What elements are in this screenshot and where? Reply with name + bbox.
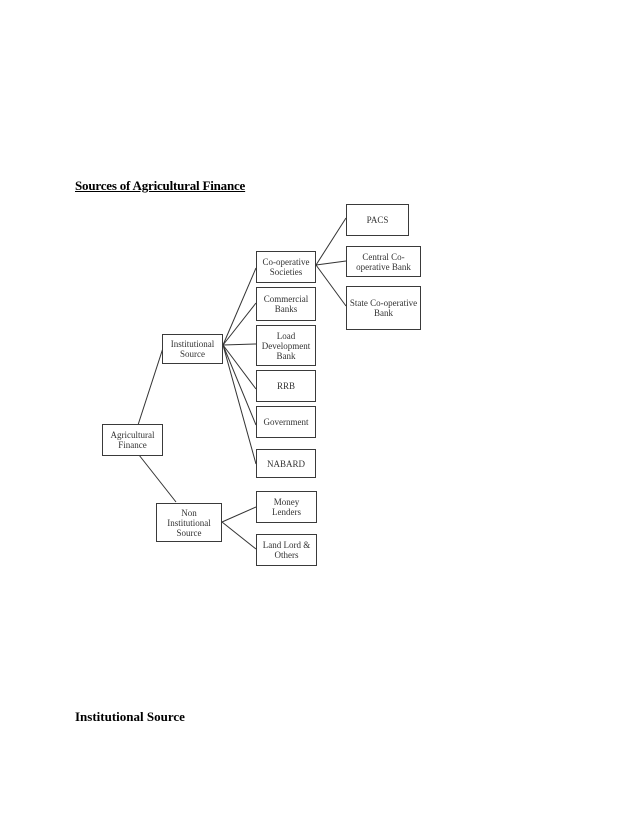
- connector-institutional-landdev: [222, 343, 257, 346]
- node-rrb: RRB: [256, 370, 316, 402]
- node-central-cooperative-bank: Central Co-operative Bank: [346, 246, 421, 277]
- connector-noninstitutional-moneylenders: [221, 506, 257, 523]
- node-nabard: NABARD: [256, 449, 316, 478]
- node-government: Government: [256, 406, 316, 438]
- connector-institutional-cooperative: [222, 267, 257, 346]
- connector-root-noninstitutional: [138, 454, 177, 503]
- node-institutional-source: Institutional Source: [162, 334, 223, 364]
- node-land-development-bank: Load Development Bank: [256, 325, 316, 366]
- connector-cooperative-state: [315, 264, 347, 307]
- connector-cooperative-central: [315, 260, 347, 266]
- node-agricultural-finance: Agricultural Finance: [102, 424, 163, 456]
- node-land-lord-others: Land Lord & Others: [256, 534, 317, 566]
- connector-institutional-rrb: [222, 344, 257, 390]
- section-title: Sources of Agricultural Finance: [75, 178, 246, 193]
- connector-noninstitutional-landlord: [221, 521, 257, 550]
- node-non-institutional-source: Non Institutional Source: [156, 503, 222, 542]
- connector-institutional-government: [222, 344, 257, 426]
- connector-cooperative-pacs: [315, 217, 347, 266]
- node-pacs: PACS: [346, 204, 409, 236]
- connector-root-institutional: [137, 347, 164, 426]
- node-cooperative-societies: Co-operative Societies: [256, 251, 316, 283]
- connector-institutional-commercial: [222, 302, 257, 346]
- node-state-cooperative-bank: State Co-operative Bank: [346, 286, 421, 330]
- node-commercial-banks: Commercial Banks: [256, 287, 316, 321]
- connector-institutional-nabard: [222, 344, 257, 465]
- subsection-title: Institutional Source: [75, 709, 185, 724]
- node-money-lenders: Money Lenders: [256, 491, 317, 523]
